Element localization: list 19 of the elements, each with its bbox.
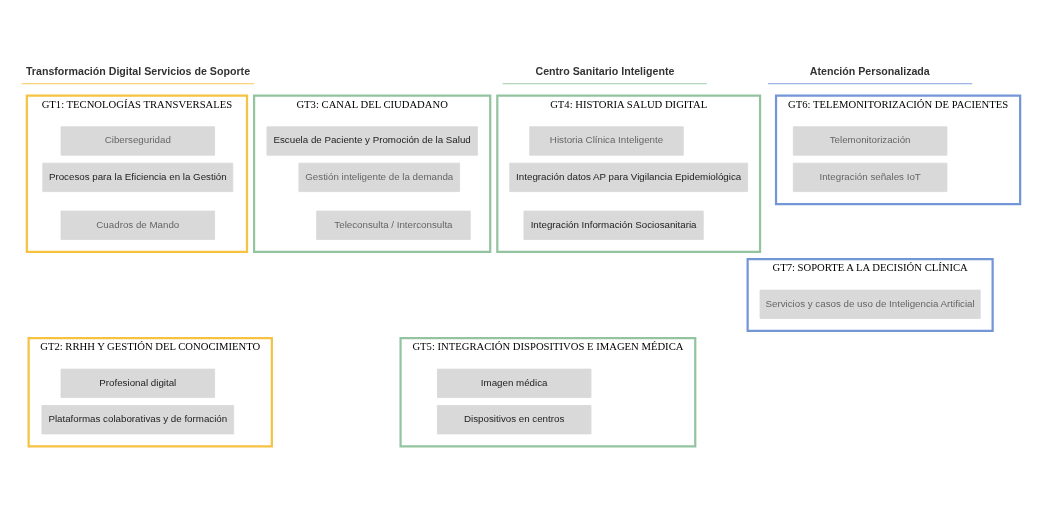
label: Atención Personalizada: [809, 65, 930, 78]
node-box: Dispositivos en centros: [436, 405, 592, 435]
node-box: Teleconsulta / Interconsulta: [316, 210, 471, 240]
node-box: Procesos para la Eficiencia en la Gestión: [42, 162, 234, 193]
node-box: Cuadros de Mando: [60, 210, 216, 240]
label: Centro Sanitario Inteligente: [535, 65, 675, 78]
node-box: Gestión inteligente de la demanda: [298, 162, 461, 193]
node-box: Integración datos AP para Vigilancia Epidemiológica: [509, 162, 749, 193]
node-box: Ciberseguridad: [60, 126, 216, 156]
node-box: Telemonitorización: [792, 126, 948, 156]
node-box: Integración señales IoT: [792, 162, 948, 193]
node-box: Escuela de Paciente y Promoción de la Salud: [266, 126, 478, 156]
node-box: Imagen médica: [436, 368, 592, 398]
node-box: Historia Clínica Inteligente: [529, 126, 684, 156]
node-box: Servicios y casos de uso de Inteligencia Artificial: [759, 289, 981, 319]
node-box: Integración Información Sociosanitaria: [523, 210, 704, 240]
node-box: Plataformas colaborativas y de formación: [41, 405, 235, 435]
node-box: Profesional digital: [60, 368, 216, 398]
label: Transformación Digital Servicios de Soporte: [25, 65, 251, 78]
